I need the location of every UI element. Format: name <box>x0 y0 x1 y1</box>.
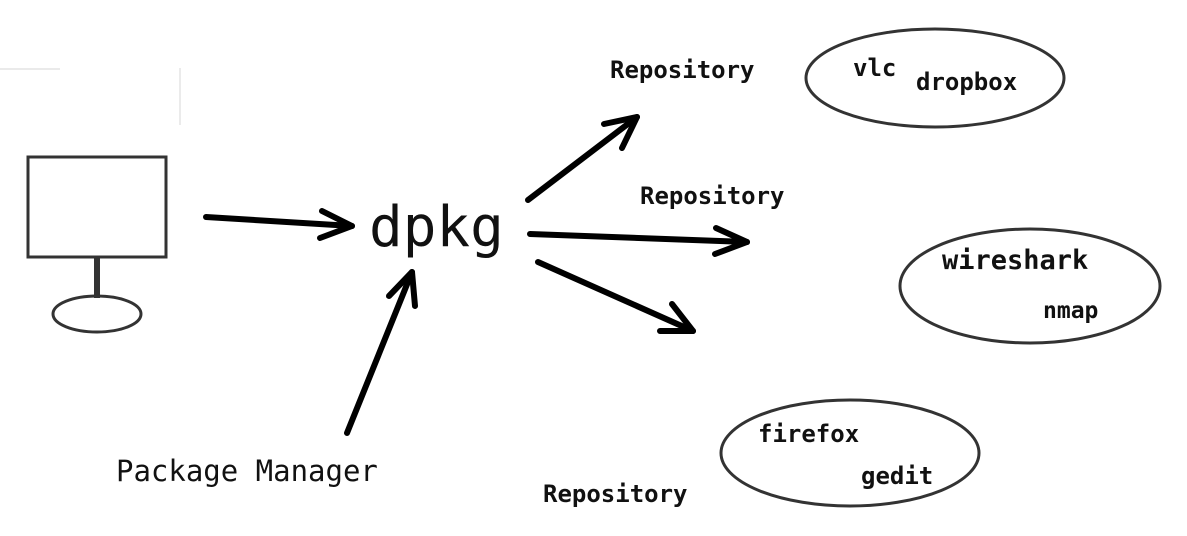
repository-2: Repository wireshark nmap <box>640 182 1162 345</box>
repository-bubble <box>898 227 1162 345</box>
package-manager-label: Package Manager <box>116 454 378 488</box>
repository-bubble <box>804 27 1066 129</box>
package-name: nmap <box>1043 298 1098 324</box>
dpkg-label: dpkg <box>369 195 504 260</box>
computer-icon <box>26 155 168 334</box>
package-name: vlc <box>853 54 896 82</box>
package-name: wireshark <box>942 245 1088 276</box>
arrow-dpkg-to-repository-2 <box>527 225 750 257</box>
background-artifact <box>0 68 181 125</box>
arrow-package-manager-to-dpkg <box>344 269 418 436</box>
package-name: gedit <box>861 462 933 490</box>
arrow-dpkg-to-repository-1 <box>525 114 640 203</box>
repository-3: Repository firefox gedit <box>543 398 981 508</box>
arrow-dpkg-to-repository-3 <box>535 259 696 334</box>
monitor-screen <box>26 155 168 259</box>
repository-bubble <box>719 398 981 508</box>
repository-label: Repository <box>543 480 688 508</box>
repository-1: Repository vlc dropbox <box>610 27 1066 129</box>
monitor-base <box>51 294 143 334</box>
package-name: dropbox <box>916 68 1017 96</box>
repository-label: Repository <box>610 56 755 84</box>
repository-label: Repository <box>640 182 785 210</box>
arrow-computer-to-dpkg <box>203 208 355 241</box>
package-name: firefox <box>758 420 859 448</box>
